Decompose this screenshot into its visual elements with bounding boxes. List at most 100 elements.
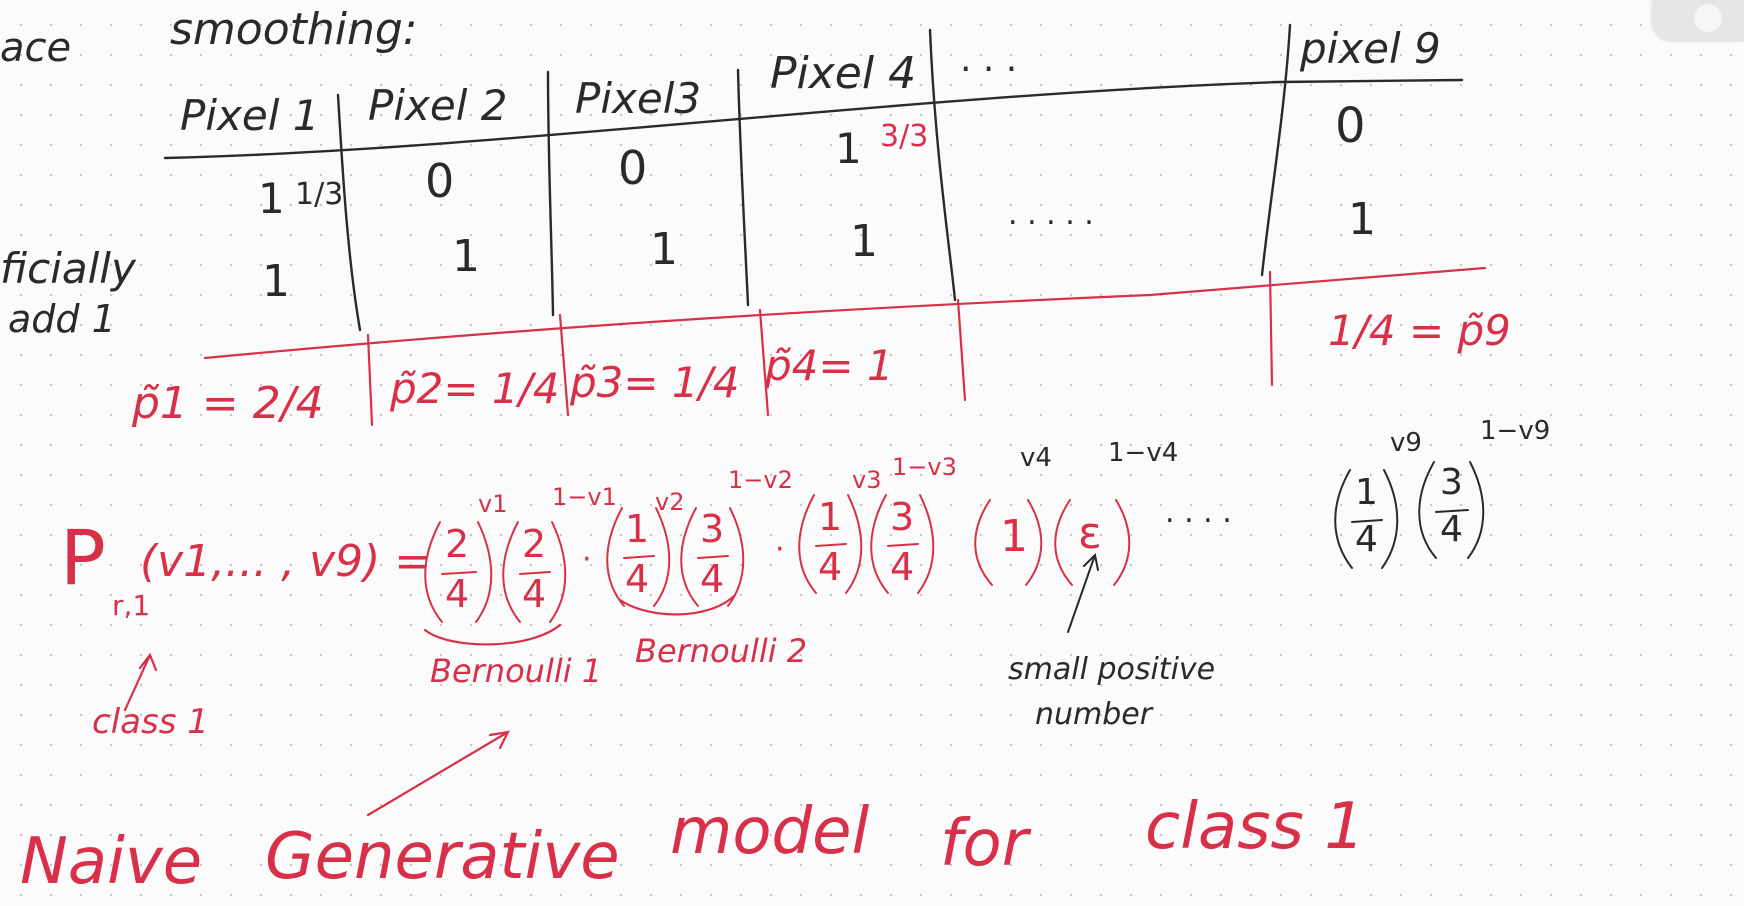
- row1-cell-9: 0: [1335, 98, 1366, 154]
- row2-cell-9: 1: [1348, 194, 1376, 245]
- heading-smoothing: smoothing:: [170, 4, 418, 55]
- eq-term9-exp: v9: [1390, 428, 1422, 458]
- eq-term2-num: 2: [522, 522, 547, 566]
- sum-div-2: [558, 313, 570, 417]
- eq-term8-val: ε: [1078, 508, 1102, 559]
- paren-t6-left: [870, 494, 889, 594]
- table-header-pixel-3: Pixel3: [575, 74, 702, 123]
- row1-fraction-1: 1/3: [295, 177, 344, 212]
- eq-term3-num: 1: [625, 507, 650, 551]
- eq-term4-num: 3: [700, 507, 725, 551]
- eq-dot-2: ·: [775, 532, 785, 567]
- eq-ellipsis: . . . .: [1165, 495, 1232, 530]
- frac-bar-t4: [697, 555, 729, 559]
- eq-term6-num: 3: [890, 495, 915, 539]
- row1-cell-2: 0: [425, 154, 455, 208]
- toolbar-handle[interactable]: [1652, 0, 1744, 40]
- title-class-1: class 1: [1145, 790, 1365, 864]
- paren-t1-right: [475, 521, 493, 623]
- paren-t10-left: [1418, 461, 1437, 559]
- paren-t7-right: [1025, 499, 1043, 586]
- col-divider-5: [1260, 23, 1292, 277]
- annotation-small-positive: small positive: [1008, 652, 1216, 687]
- sum-div-5: [1268, 270, 1274, 387]
- paren-t6-right: [917, 494, 935, 594]
- sum-div-4: [956, 298, 967, 402]
- paren-t5-left: [798, 494, 817, 594]
- title-model: model: [670, 795, 870, 869]
- arrow-to-bernoulli: [366, 730, 510, 817]
- row1-cell-3: 0: [618, 141, 648, 195]
- frac-bar-t10: [1435, 509, 1469, 513]
- eq-term2-den: 4: [522, 572, 547, 616]
- row2-ellipsis: . . . . .: [1008, 197, 1094, 232]
- side-label-artificially: ficially: [0, 244, 136, 293]
- smoothed-p9: 1/4 = p̃9: [1328, 306, 1511, 355]
- eq-lhs-sub: r,1: [112, 589, 151, 622]
- col-divider-4: [928, 28, 957, 302]
- eq-term5-exp: v3: [852, 466, 882, 494]
- arrow-to-class: [123, 652, 158, 712]
- row2-cell-4: 1: [850, 216, 878, 267]
- eq-lhs-args: (v1,... , v9) =: [140, 536, 432, 587]
- toolbar-handle-knob[interactable]: [1694, 4, 1722, 32]
- annotation-bernoulli-2: Bernoulli 2: [635, 632, 808, 670]
- annotation-bernoulli-1: Bernoulli 1: [430, 652, 603, 690]
- eq-term9-num: 1: [1355, 472, 1378, 513]
- bernoulli1-brace: [423, 623, 562, 646]
- eq-term4-den: 4: [700, 557, 725, 601]
- sum-div-1: [366, 333, 374, 427]
- paren-t1-left: [424, 521, 443, 623]
- sum-rule: [203, 266, 1487, 360]
- frac-bar-t6: [887, 543, 919, 547]
- paren-t2-right: [549, 521, 567, 623]
- row1-cell-4: 1: [835, 124, 862, 173]
- paren-t9-left: [1334, 469, 1353, 569]
- paren-t3-left: [606, 507, 625, 607]
- eq-term3-den: 4: [625, 557, 650, 601]
- table-header-pixel-1: Pixel 1: [180, 91, 320, 140]
- frac-bar-t2: [519, 571, 551, 575]
- title-generative: Generative: [265, 820, 620, 894]
- title-for: for: [940, 807, 1028, 881]
- eq-term1-num: 2: [445, 522, 470, 566]
- table-header-pixel-9: pixel 9: [1300, 24, 1441, 73]
- bernoulli2-brace: [618, 593, 737, 616]
- eq-term6-exp: 1−v3: [892, 453, 957, 481]
- eq-term10-den: 4: [1440, 509, 1463, 550]
- eq-term6-den: 4: [890, 545, 915, 589]
- paren-t4-right: [727, 507, 745, 607]
- col-divider-1: [336, 93, 362, 332]
- frac-bar-t5: [815, 543, 847, 547]
- table-header-rule: [163, 78, 1464, 160]
- eq-term3-exp: v2: [655, 488, 685, 516]
- table-header-pixel-2: Pixel 2: [368, 81, 508, 130]
- row1-cell-1: 1: [258, 174, 285, 223]
- paren-t3-right: [653, 507, 671, 607]
- title-naive: Naive: [20, 825, 203, 899]
- paren-t8-right: [1113, 499, 1131, 586]
- eq-term5-num: 1: [818, 495, 843, 539]
- eq-dot-1: ·: [582, 542, 592, 577]
- eq-term5-den: 4: [818, 545, 843, 589]
- frac-bar-t3: [623, 555, 655, 559]
- paren-t7-left: [974, 499, 993, 586]
- eq-term8-exp: 1−v4: [1108, 438, 1179, 468]
- row2-cell-1: 1: [262, 256, 290, 307]
- row2-cell-3: 1: [650, 224, 678, 275]
- paren-t8-left: [1054, 499, 1073, 586]
- paren-t5-right: [845, 494, 863, 594]
- eq-term7-exp: v4: [1020, 443, 1052, 473]
- smoothed-p1: p̃1 = 2/4: [132, 378, 324, 429]
- paren-t4-left: [680, 507, 699, 607]
- smoothed-p3: p̃3= 1/4: [570, 358, 740, 407]
- col-divider-2: [546, 70, 555, 317]
- paren-t2-left: [502, 521, 521, 623]
- row1-fraction-4: 3/3: [880, 119, 929, 154]
- smoothed-p2: p̃2= 1/4: [390, 364, 560, 413]
- eq-term2-exp: 1−v1: [552, 483, 617, 511]
- eq-term4-exp: 1−v2: [728, 466, 793, 494]
- frac-bar-t9: [1351, 519, 1383, 523]
- eq-lhs-p: P: [60, 513, 106, 602]
